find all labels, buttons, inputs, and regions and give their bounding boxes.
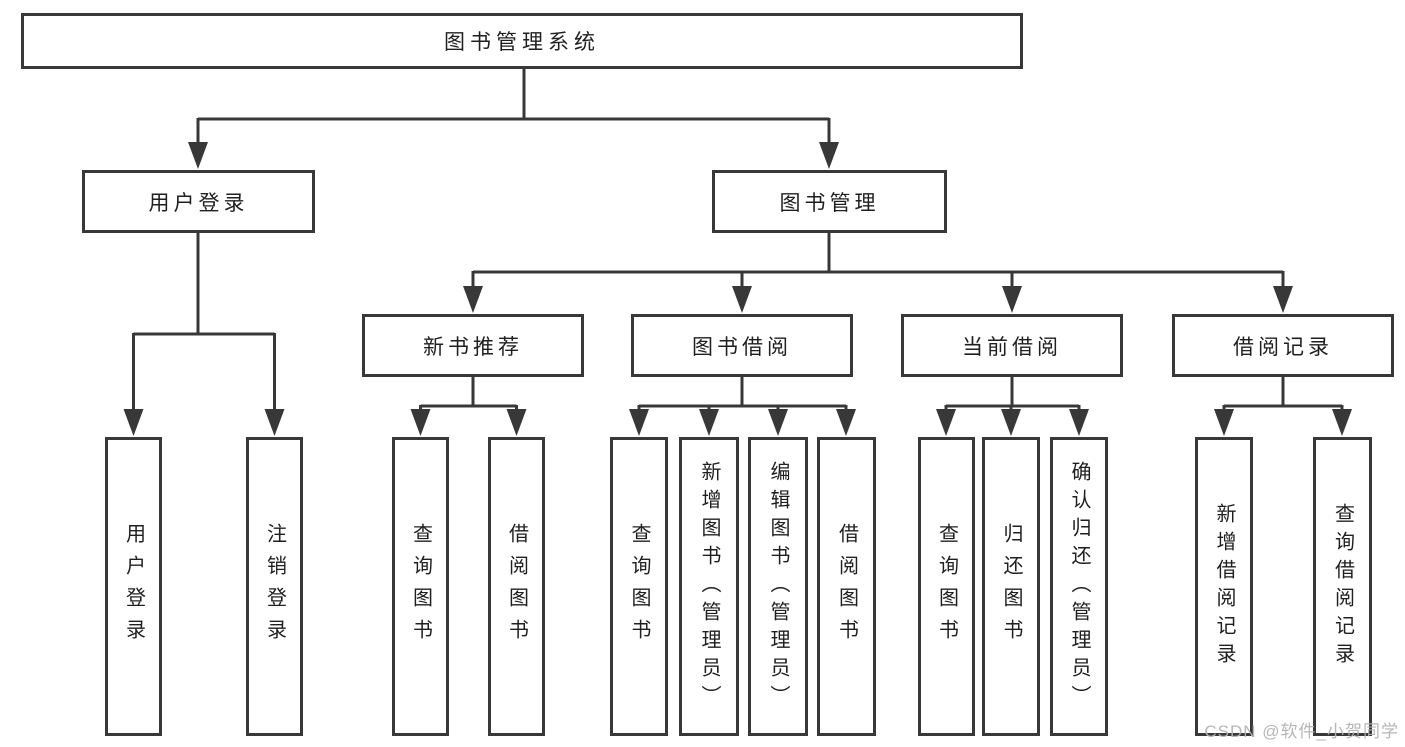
arrowhead — [732, 286, 752, 313]
leaf-confirm-return-admin: 确认归还（管理员） — [1050, 437, 1108, 736]
node-new-book-recommendation: 新书推荐 — [362, 314, 584, 377]
arrowhead — [629, 409, 649, 436]
leaf-return-books: 归还图书 — [982, 437, 1040, 736]
node-current-borrowing: 当前借阅 — [901, 314, 1123, 377]
arrowhead — [819, 142, 839, 169]
leaf-logout: 注销登录 — [246, 437, 303, 736]
arrowhead — [463, 286, 483, 313]
leaf-query-borrow-record: 查询借阅记录 — [1313, 437, 1372, 736]
arrowhead — [699, 409, 719, 436]
node-book-management: 图书管理 — [712, 170, 947, 233]
leaf-user-login: 用户登录 — [105, 437, 162, 736]
arrowhead — [264, 409, 285, 436]
arrowhead — [123, 409, 144, 436]
arrowhead — [1273, 286, 1293, 313]
arrowhead — [1214, 409, 1234, 436]
arrowhead — [506, 409, 527, 436]
arrowhead — [836, 409, 856, 436]
watermark: CSDN @软件_小贺同学 — [1204, 722, 1399, 741]
leaf-borrow-books-2: 借阅图书 — [817, 437, 876, 736]
node-book-borrowing: 图书借阅 — [631, 314, 853, 377]
leaf-query-books-3: 查询图书 — [918, 437, 975, 736]
arrowhead — [410, 409, 431, 436]
arrowhead — [936, 409, 956, 436]
node-user-login: 用户登录 — [82, 170, 315, 233]
leaf-add-borrow-record: 新增借阅记录 — [1195, 437, 1253, 736]
arrowhead — [188, 142, 208, 169]
leaf-edit-books-admin: 编辑图书（管理员） — [748, 437, 808, 736]
node-root: 图书管理系统 — [21, 13, 1023, 69]
arrowhead — [1001, 409, 1021, 436]
arrowhead — [1332, 409, 1352, 436]
leaf-query-books-2: 查询图书 — [610, 437, 668, 736]
arrowhead — [1069, 409, 1089, 436]
node-borrowing-records: 借阅记录 — [1172, 314, 1394, 377]
arrowhead — [768, 409, 788, 436]
leaf-add-books-admin: 新增图书（管理员） — [679, 437, 739, 736]
leaf-borrow-books-1: 借阅图书 — [488, 437, 545, 736]
leaf-query-books-1: 查询图书 — [392, 437, 449, 736]
arrowhead — [1002, 286, 1022, 313]
